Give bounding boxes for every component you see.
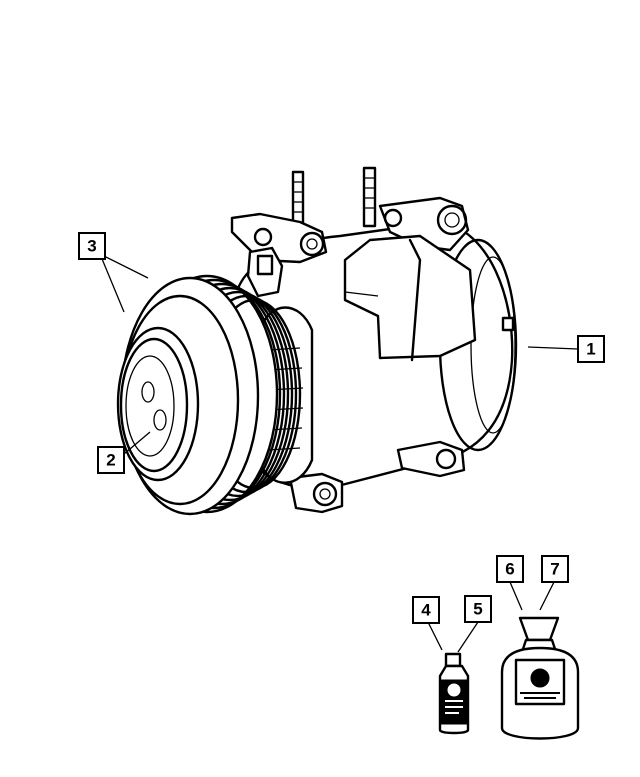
leader-6 — [509, 581, 523, 611]
svg-text:4: 4 — [421, 601, 431, 620]
svg-text:6: 6 — [505, 560, 514, 579]
leader-1 — [527, 346, 579, 350]
svg-text:1: 1 — [586, 340, 595, 359]
oil-bottle-illustration — [438, 652, 470, 735]
callout-6: 6 — [496, 555, 524, 583]
leader-3 — [98, 252, 149, 313]
svg-text:7: 7 — [550, 560, 559, 579]
leader-4 — [427, 621, 443, 651]
clutch-pulley-illustration — [116, 274, 314, 516]
mounting-stud-right — [362, 166, 377, 228]
callout-7: 7 — [541, 555, 569, 583]
refrigerant-canister-illustration — [500, 616, 580, 740]
svg-text:3: 3 — [87, 237, 96, 256]
clutch-plate-illustration — [116, 326, 200, 482]
callout-4: 4 — [412, 596, 440, 624]
leader-5 — [457, 621, 479, 653]
callout-5: 5 — [464, 595, 492, 623]
leader-2 — [123, 431, 151, 455]
callout-2: 2 — [97, 446, 125, 474]
svg-text:2: 2 — [106, 451, 115, 470]
callout-3: 3 — [78, 232, 106, 260]
callout-1: 1 — [577, 335, 605, 363]
leader-7 — [539, 577, 557, 611]
svg-text:5: 5 — [473, 600, 482, 619]
